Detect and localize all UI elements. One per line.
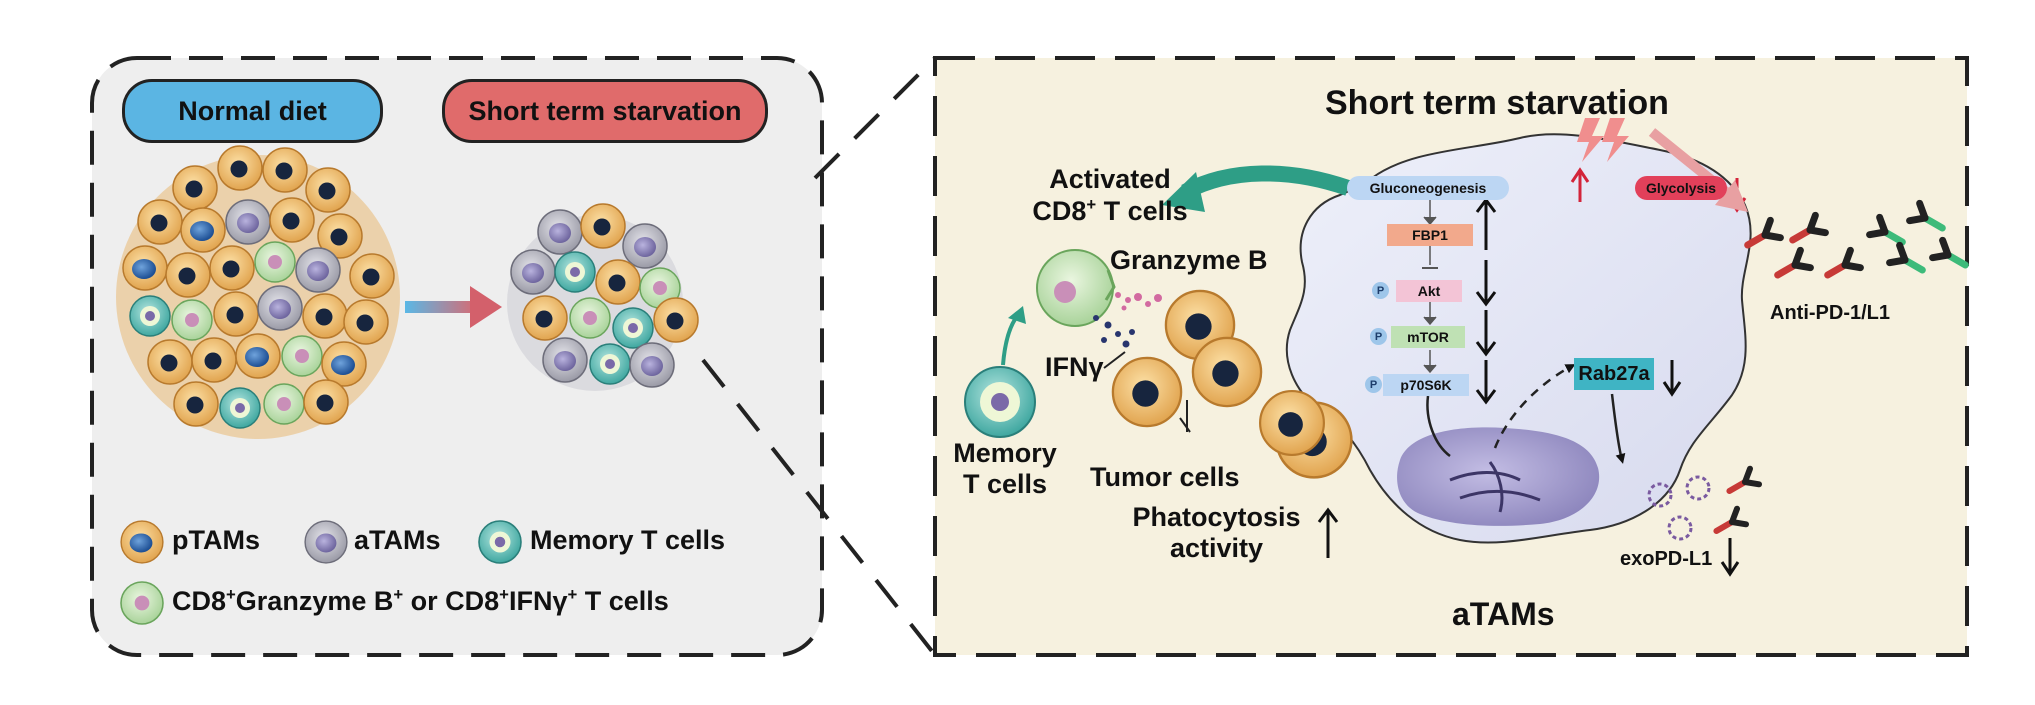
mtor-box: mTOR (1391, 326, 1465, 348)
activated-cd8-t-cell (1036, 249, 1116, 327)
memory-t-cells-label: Memory T cells (950, 438, 1060, 500)
ifng-dots (1093, 315, 1135, 348)
atam-nucleus (1397, 427, 1600, 526)
phospho-akt-marker: P (1372, 282, 1389, 299)
nucleus-to-rab27a-dashed (1493, 364, 1576, 449)
phatocytosis-line1: Phatocytosis (1132, 502, 1301, 532)
normal-diet-label: Normal diet (122, 79, 383, 143)
phatocytosis-line2: activity (1169, 533, 1264, 564)
activated-line2: CD8+ T cells (1032, 195, 1188, 227)
granzyme-b-label: Granzyme B (1110, 245, 1268, 275)
rab27a-box: Rab27a (1574, 358, 1654, 390)
legend-atams: aTAMs (354, 525, 441, 555)
pathway-arrows (1317, 197, 1740, 577)
phospho-mtor-marker: P (1370, 328, 1387, 345)
gluconeogenesis-box: Gluconeogenesis (1347, 176, 1509, 200)
memory-line2: T cells (962, 469, 1048, 500)
activated-line1: Activated (1049, 164, 1171, 194)
p70s6k-to-nucleus-line (1426, 395, 1451, 458)
activated-cd8-label: Activated CD8+ T cells (1010, 164, 1210, 227)
short-term-starvation-label: Short term starvation (442, 79, 768, 143)
p70s6k-box: p70S6K (1383, 374, 1469, 396)
tumor-cells-label: Tumor cells (1090, 462, 1240, 492)
akt-box: Akt (1396, 280, 1462, 302)
fbp1-box: FBP1 (1387, 224, 1473, 246)
granzyme-dots (1115, 292, 1162, 311)
phospho-p70s6k-marker: P (1365, 376, 1382, 393)
phatocytosis-label: Phatocytosis activity (1114, 502, 1319, 564)
memory-line1: Memory (953, 438, 1057, 468)
glycolysis-box: Glycolysis (1635, 176, 1727, 200)
exopd-l1-label: exoPD-L1 (1620, 548, 1713, 570)
starvation-tumor-cluster (507, 203, 699, 391)
exo-antibody-icons (1713, 465, 1763, 534)
rab27a-to-exosome-line (1610, 393, 1626, 464)
normal-diet-tumor-cluster (116, 145, 400, 439)
antibody-icons (1744, 199, 1969, 279)
legend-cd8-t-cells: CD8+Granzyme B+ or CD8+IFNγ+ T cells (172, 585, 669, 616)
green-curved-arrow (1181, 165, 1351, 200)
exosome-icons (1647, 475, 1711, 541)
anti-pd-label: Anti-PD-1/L1 (1770, 302, 1890, 324)
legend-memory-t-cells: Memory T cells (530, 525, 726, 555)
lightning-icon (1577, 118, 1629, 162)
ifng-label: IFNγ (1045, 352, 1104, 382)
zoom-lines (701, 56, 937, 657)
memory-t-cell (964, 366, 1036, 438)
right-panel-title: Short term starvation (1325, 84, 1669, 122)
atams-label: aTAMs (1452, 596, 1555, 632)
diet-transition-arrow (405, 286, 502, 328)
legend-ptams: pTAMs (172, 525, 260, 555)
